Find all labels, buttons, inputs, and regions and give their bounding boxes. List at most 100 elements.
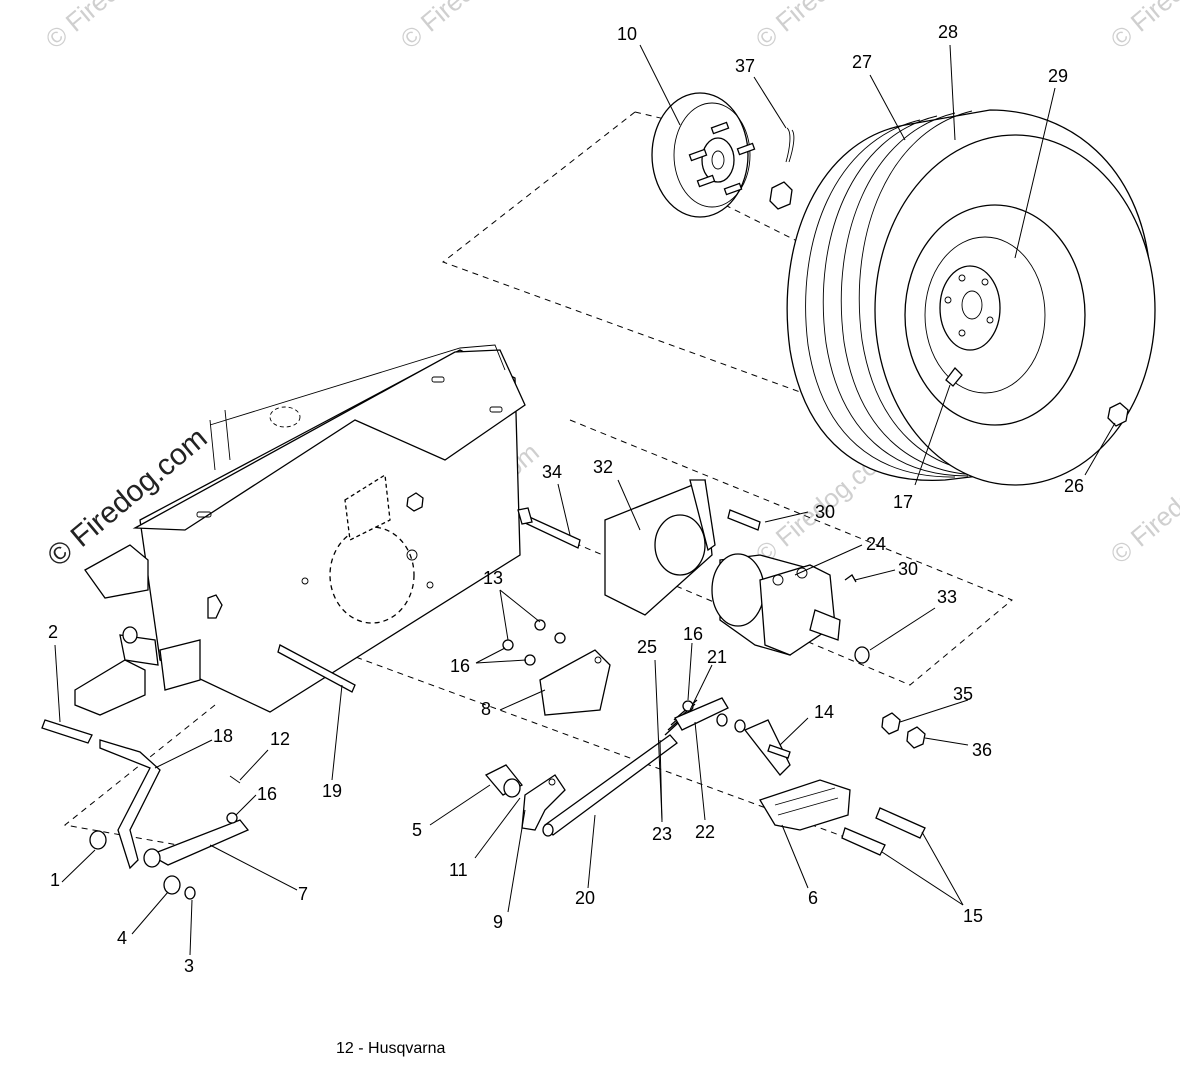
- callout-35: 35: [953, 684, 973, 704]
- lug-hole: [958, 274, 966, 282]
- leader-3: [189, 899, 193, 956]
- washer-16-pedal: [226, 812, 238, 824]
- callout-19: 19: [322, 781, 342, 801]
- watermark-text: © Firedog.com: [1105, 0, 1180, 55]
- leader-16b: [475, 659, 527, 664]
- callout-26: 26: [1064, 476, 1084, 496]
- callout-30b: 30: [898, 559, 918, 579]
- callout-5: 5: [412, 820, 422, 840]
- callout-4: 4: [117, 928, 127, 948]
- wheel-hub-face: [939, 265, 1001, 351]
- leader-34: [557, 483, 571, 536]
- tread-groove: [822, 115, 969, 477]
- cotter-pin: [785, 127, 795, 163]
- spring-assembly: [664, 697, 746, 736]
- leader-12: [239, 749, 269, 781]
- motor-cylinder: [711, 553, 765, 627]
- pedal-linkage: [41, 719, 250, 900]
- brake-disc-inner: [673, 102, 751, 208]
- callout-23: 23: [652, 824, 672, 844]
- frame-bushing: [207, 594, 223, 619]
- lug-hole: [958, 329, 966, 337]
- wheel-stud: [688, 148, 708, 162]
- leader-22: [694, 721, 706, 821]
- frame-chassis: [84, 344, 526, 713]
- pedal-bracket: [74, 626, 159, 716]
- callout-21: 21: [707, 647, 727, 667]
- callout-22: 22: [695, 822, 715, 842]
- cotter-12: [229, 775, 241, 784]
- frame-top-edge: [209, 344, 506, 426]
- wheel-center-hole: [961, 290, 983, 320]
- frame-top-flange: [132, 349, 526, 531]
- frame-bracket: [209, 409, 231, 471]
- leader-15b: [881, 851, 964, 906]
- leader-17: [914, 384, 951, 486]
- leader-lines: [54, 44, 1116, 956]
- wheel-stud: [710, 121, 730, 135]
- callout-1: 1: [50, 870, 60, 890]
- mount-plate-hole: [594, 656, 602, 664]
- valve-stem: [945, 367, 963, 387]
- lug-hole: [944, 296, 952, 304]
- hub-bore: [711, 150, 725, 170]
- pedal-arm: [99, 739, 161, 870]
- frame-rear-tab: [159, 639, 201, 691]
- callout-14: 14: [814, 702, 834, 722]
- callout-32: 32: [593, 457, 613, 477]
- frame-nut: [406, 492, 424, 512]
- bolt-14: [767, 744, 791, 759]
- motor-frame: [519, 419, 1013, 686]
- pin-15-b: [841, 827, 886, 856]
- frame-rect-cutout: [344, 473, 391, 541]
- leader-6: [781, 824, 809, 889]
- tread-groove: [805, 119, 956, 478]
- caliper-6: [759, 779, 851, 831]
- nut-35: [881, 712, 901, 735]
- washer-near-spring: [716, 713, 728, 727]
- frame-hole: [301, 577, 309, 585]
- leader-35: [899, 699, 969, 723]
- leader-15a: [921, 831, 964, 906]
- leader-30a: [764, 511, 809, 523]
- drive-motor-24: [711, 553, 870, 664]
- rear-tire-assembly: [786, 109, 1156, 486]
- leader-18: [154, 739, 213, 769]
- leader-1: [61, 849, 96, 883]
- frame-hole: [426, 581, 434, 589]
- leader-13b: [499, 589, 509, 641]
- hub-body: [701, 137, 735, 183]
- frame-hole: [406, 549, 418, 561]
- watermark-text: © Firedog.com: [750, 0, 900, 55]
- lever-assembly: [484, 734, 678, 837]
- callout-3: 3: [184, 956, 194, 976]
- leader-33: [869, 607, 936, 651]
- leader-13a: [499, 589, 541, 623]
- washer-near-spring-2: [734, 719, 746, 733]
- leader-36: [924, 737, 969, 746]
- motor-bracket-32: [517, 479, 761, 616]
- spring-block-22: [674, 697, 729, 731]
- motor-block: [759, 564, 836, 656]
- caliper-detail: [774, 787, 839, 816]
- frame-round-cutout: [329, 526, 415, 624]
- callout-33: 33: [937, 587, 957, 607]
- caliper-bracket-14: [743, 719, 791, 776]
- leader-24: [794, 544, 863, 576]
- bushing-1: [89, 830, 107, 850]
- callout-30a: 30: [815, 502, 835, 522]
- nut-13: [534, 619, 546, 631]
- pin-15-a: [875, 807, 926, 839]
- hub-tire-frame: [441, 111, 801, 393]
- callout-17: 17: [893, 492, 913, 512]
- watermark-text: © Firedog.com: [395, 0, 545, 55]
- pin-30-b: [844, 574, 857, 583]
- page-footer-caption: 12 - Husqvarna: [336, 1040, 446, 1057]
- callout-37: 37: [735, 56, 755, 76]
- callout-27: 27: [852, 52, 872, 72]
- motor-port: [796, 567, 808, 579]
- mount-plate-8: [502, 619, 611, 716]
- motor-port: [772, 574, 784, 586]
- lever-hole: [548, 778, 556, 786]
